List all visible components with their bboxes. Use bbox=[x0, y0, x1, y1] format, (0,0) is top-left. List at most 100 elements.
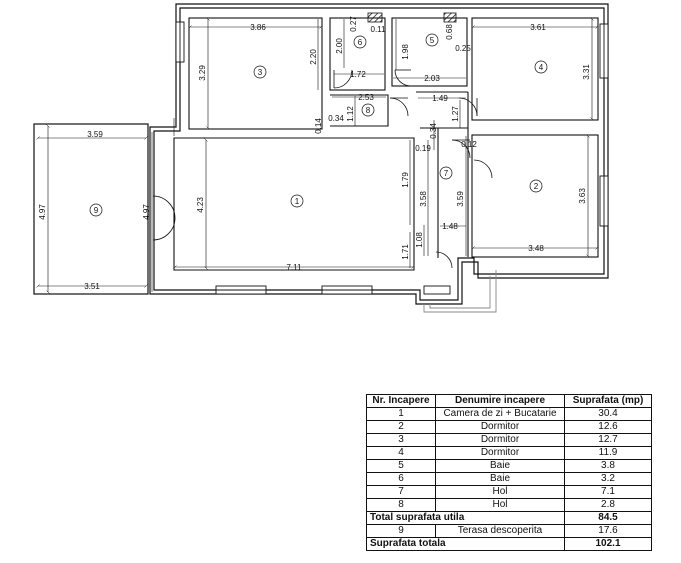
dim-253: 2.53 bbox=[358, 93, 374, 102]
dim-361: 3.61 bbox=[530, 23, 546, 32]
room-number-6: 6 bbox=[358, 38, 363, 47]
dim-149: 1.49 bbox=[432, 94, 448, 103]
header-name: Denumire incapere bbox=[435, 394, 565, 408]
dim-198: 1.98 bbox=[401, 44, 410, 60]
dim-220: 2.20 bbox=[309, 49, 318, 65]
cell-nr: 7 bbox=[366, 485, 436, 499]
table-row: 3 Dormitor 12.7 bbox=[366, 433, 652, 447]
dim-358: 3.58 bbox=[419, 191, 428, 207]
room-number-1: 1 bbox=[295, 197, 300, 206]
floor-plan: 3 6 5 4 8 7 1 2 9 3.86 3.61 3.29 2.20 2.… bbox=[33, 3, 609, 313]
cell-nr: 1 bbox=[366, 407, 436, 421]
dim-172: 1.72 bbox=[350, 70, 366, 79]
room-number-9: 9 bbox=[94, 206, 99, 215]
total-value: 102.1 bbox=[564, 537, 652, 551]
interior-walls bbox=[173, 17, 599, 271]
area-table: Nr. Incapere Denumire incapere Suprafata… bbox=[366, 394, 652, 551]
cell-name: Terasa descoperita bbox=[435, 524, 565, 538]
room-circle-5 bbox=[425, 33, 439, 47]
dim-711: 7.11 bbox=[287, 263, 303, 272]
hatched-shaft-6 bbox=[367, 12, 383, 23]
room-number-7: 7 bbox=[444, 169, 449, 178]
room-circle-1 bbox=[290, 194, 304, 208]
cell-name: Hol bbox=[435, 485, 565, 499]
dim-359a: 3.59 bbox=[87, 130, 103, 139]
dim-068: 0.68 bbox=[445, 24, 454, 40]
total-util-label: Total suprafata utila bbox=[366, 511, 565, 525]
dim-112: 1.12 bbox=[346, 106, 355, 122]
total-util-value: 84.5 bbox=[564, 511, 652, 525]
dim-329: 3.29 bbox=[198, 65, 207, 81]
total-row: Suprafata totala 102.1 bbox=[366, 537, 652, 551]
dim-171: 1.71 bbox=[401, 244, 410, 260]
room-circle-6 bbox=[353, 35, 367, 49]
dim-127: 1.27 bbox=[451, 106, 460, 122]
dimension-lines bbox=[38, 19, 597, 292]
room-labels bbox=[89, 33, 548, 217]
table-header-row: Nr. Incapere Denumire incapere Suprafata… bbox=[366, 394, 652, 408]
room-circle-7 bbox=[439, 166, 453, 180]
room-number-8: 8 bbox=[366, 106, 371, 115]
dim-386: 3.86 bbox=[250, 23, 266, 32]
cell-name: Baie bbox=[435, 472, 565, 486]
dim-025: 0.25 bbox=[455, 44, 471, 53]
dim-363: 3.63 bbox=[578, 188, 587, 204]
room-circle-3 bbox=[253, 65, 267, 79]
cell-area: 11.9 bbox=[564, 446, 652, 460]
dim-348: 3.48 bbox=[528, 244, 544, 253]
header-area: Suprafata (mp) bbox=[564, 394, 652, 408]
cell-area: 12.6 bbox=[564, 420, 652, 434]
table-row: 5 Baie 3.8 bbox=[366, 459, 652, 473]
dim-359b: 3.59 bbox=[456, 191, 465, 207]
room-number-3: 3 bbox=[258, 68, 263, 77]
table-row: 6 Baie 3.2 bbox=[366, 472, 652, 486]
cell-area: 30.4 bbox=[564, 407, 652, 421]
header-nr: Nr. Incapere bbox=[366, 394, 436, 408]
room-circle-9 bbox=[89, 203, 103, 217]
hatched-shaft-5 bbox=[443, 12, 457, 23]
dim-200: 2.00 bbox=[335, 38, 344, 54]
room-number-2: 2 bbox=[534, 182, 539, 191]
cell-nr: 2 bbox=[366, 420, 436, 434]
dim-108: 1.08 bbox=[415, 232, 424, 248]
dim-012: 0.12 bbox=[461, 140, 477, 149]
cell-area: 7.1 bbox=[564, 485, 652, 499]
dim-423: 4.23 bbox=[196, 197, 205, 213]
cell-nr: 6 bbox=[366, 472, 436, 486]
room-number-5: 5 bbox=[430, 36, 435, 45]
cell-name: Hol bbox=[435, 498, 565, 512]
table-row: 1 Camera de zi + Bucatarie 30.4 bbox=[366, 407, 652, 421]
table-row: 4 Dormitor 11.9 bbox=[366, 446, 652, 460]
dim-497b: 4.97 bbox=[142, 204, 151, 220]
table-row: 7 Hol 7.1 bbox=[366, 485, 652, 499]
room-circle-2 bbox=[529, 179, 543, 193]
dim-034a: 0.34 bbox=[328, 114, 344, 123]
dim-014: 0.14 bbox=[314, 118, 323, 134]
cell-name: Baie bbox=[435, 459, 565, 473]
cell-nr: 4 bbox=[366, 446, 436, 460]
dim-497a: 4.97 bbox=[38, 204, 47, 220]
cell-area: 3.8 bbox=[564, 459, 652, 473]
cell-nr: 9 bbox=[366, 524, 436, 538]
cell-area: 3.2 bbox=[564, 472, 652, 486]
dim-203: 2.03 bbox=[424, 74, 440, 83]
table-row: 8 Hol 2.8 bbox=[366, 498, 652, 512]
dim-034b: 0.34 bbox=[429, 123, 438, 139]
table-row: 2 Dormitor 12.6 bbox=[366, 420, 652, 434]
room-circle-8 bbox=[361, 103, 375, 117]
cell-name: Dormitor bbox=[435, 433, 565, 447]
doors bbox=[152, 69, 493, 269]
terrace-row: 9 Terasa descoperita 17.6 bbox=[366, 524, 652, 538]
dim-331: 3.31 bbox=[582, 64, 591, 80]
dim-179: 1.79 bbox=[401, 172, 410, 188]
dim-027: 0.27 bbox=[349, 16, 358, 32]
cell-name: Dormitor bbox=[435, 446, 565, 460]
outer-walls bbox=[149, 3, 609, 305]
dim-148: 1.48 bbox=[442, 222, 458, 231]
cell-nr: 5 bbox=[366, 459, 436, 473]
room-circle-4 bbox=[534, 60, 548, 74]
cell-area: 2.8 bbox=[564, 498, 652, 512]
dim-019: 0.19 bbox=[415, 144, 431, 153]
terrace-outline bbox=[33, 123, 149, 295]
cell-area: 12.7 bbox=[564, 433, 652, 447]
